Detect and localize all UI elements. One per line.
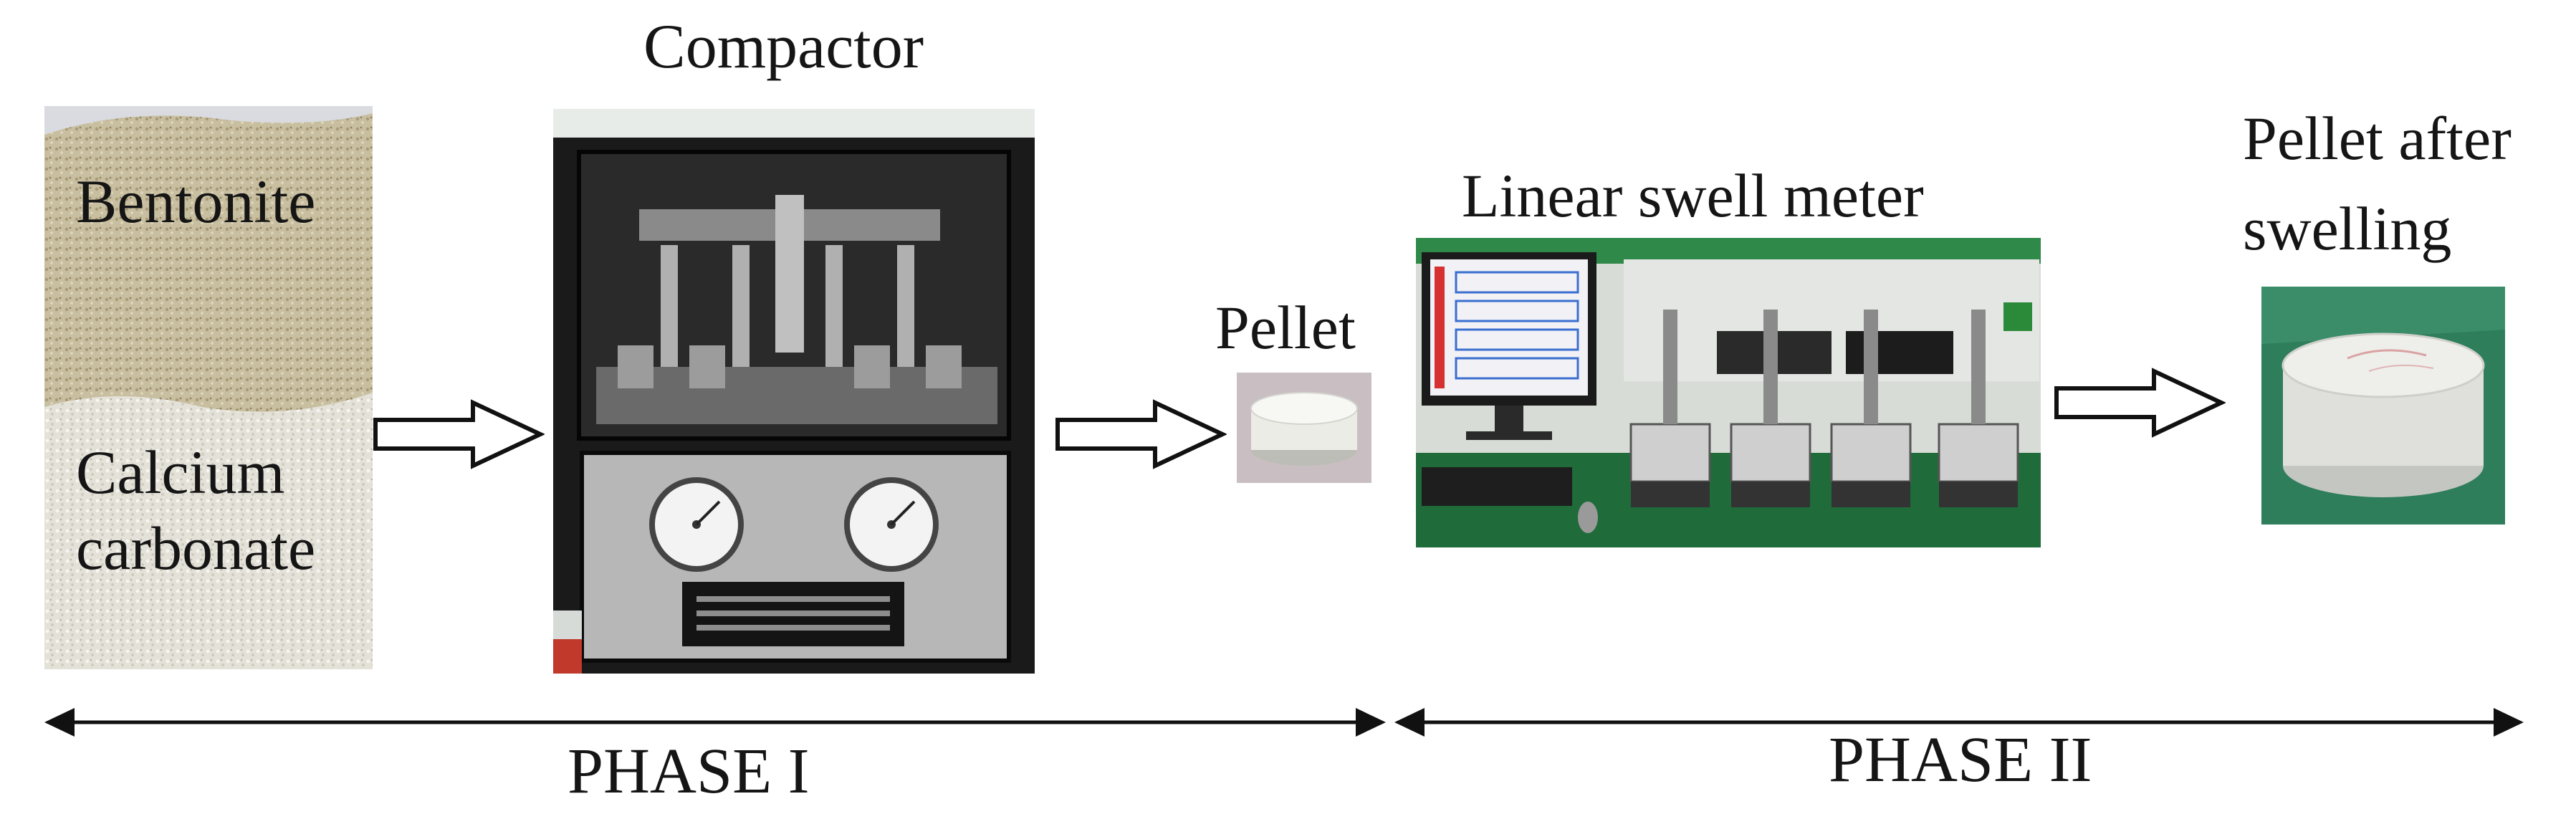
phase-1-label: PHASE I [568, 736, 810, 807]
calcium-label-line1: Calcium [76, 438, 285, 507]
swell-meter-photo [1416, 238, 2041, 547]
pellet-photo-graphic [1237, 373, 1371, 483]
double-headed-arrow-icon [1394, 708, 2524, 737]
right-arrow-icon [2054, 368, 2226, 438]
bentonite-label: Bentonite [76, 167, 316, 236]
pellet-after-photo [2261, 287, 2505, 525]
double-headed-arrow-icon [44, 708, 1386, 737]
compactor-photo-graphic [553, 109, 1035, 674]
compactor-photo [553, 109, 1035, 674]
pellet-after-title-line1: Pellet after [2243, 104, 2512, 173]
right-arrow-icon [1055, 399, 1227, 469]
pellet-title: Pellet [1215, 293, 1356, 362]
right-arrow-icon [373, 399, 545, 469]
materials-photo: Bentonite Calcium carbonate [44, 106, 373, 669]
swell-meter-photo-graphic [1416, 238, 2041, 547]
swell-meter-title: Linear swell meter [1462, 161, 1924, 230]
compactor-title: Compactor [643, 12, 924, 82]
calcium-label-line2: carbonate [76, 514, 316, 583]
phase-2-label: PHASE II [1829, 724, 2092, 795]
pellet-photo [1237, 373, 1371, 483]
pellet-after-title-line2: swelling [2243, 194, 2452, 263]
pellet-after-photo-graphic [2261, 287, 2505, 525]
materials-photo-graphic [44, 106, 373, 669]
